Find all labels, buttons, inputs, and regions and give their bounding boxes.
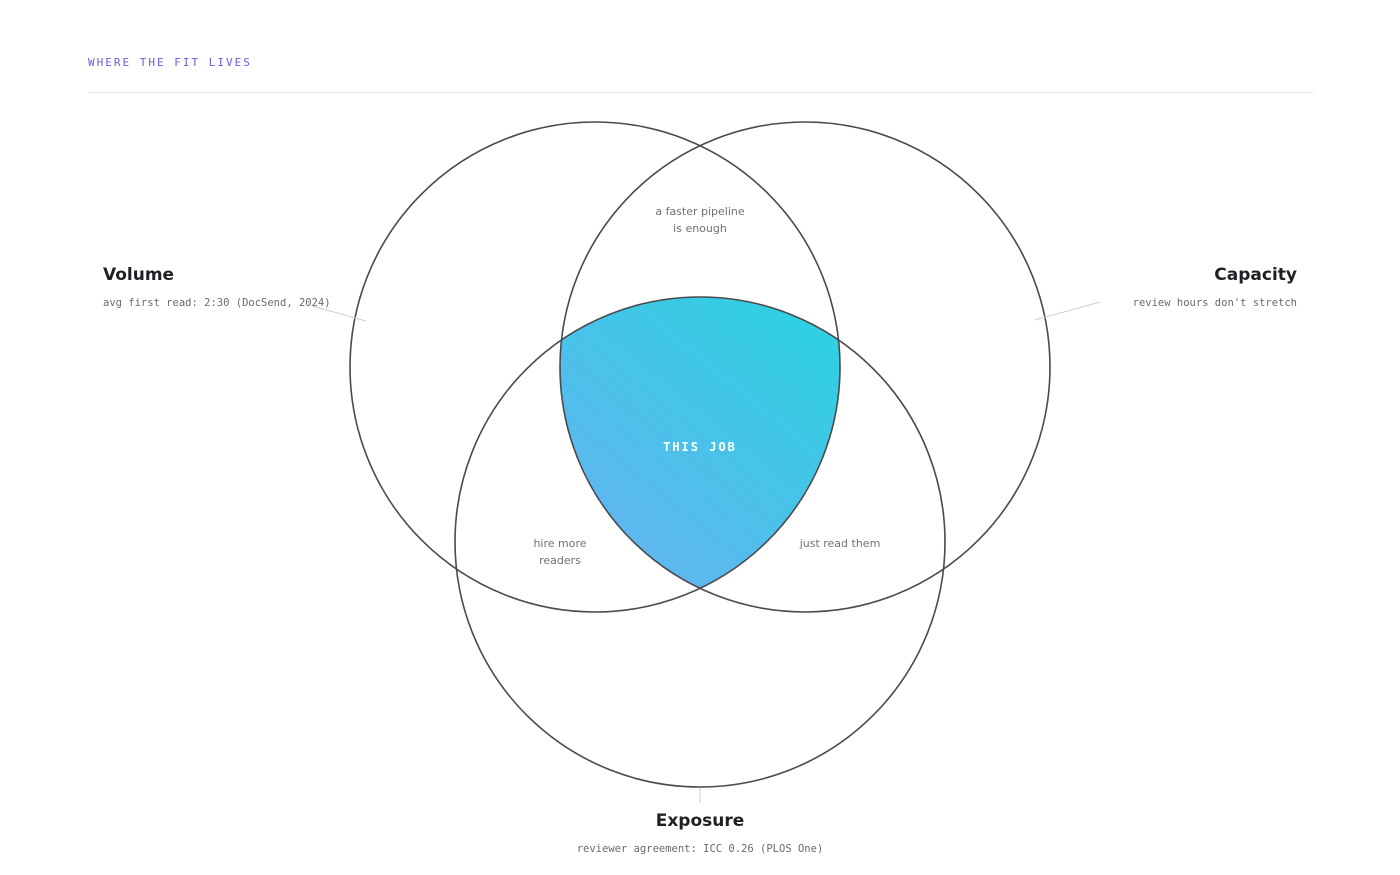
volume-leader-line	[311, 305, 367, 322]
region-volume-exposure-line1: hire more	[533, 537, 586, 550]
region-volume-capacity-line2: is enough	[673, 222, 727, 235]
capacity-title: Capacity	[1214, 265, 1297, 285]
region-capacity-exposure: just read them	[799, 537, 881, 550]
exposure-note: reviewer agreement: ICC 0.26 (PLOS One)	[577, 843, 824, 855]
capacity-circle	[559, 121, 1051, 613]
region-volume-capacity-line1: a faster pipeline	[655, 205, 745, 218]
center-label: THIS JOB	[663, 440, 737, 454]
exposure-title: Exposure	[656, 811, 745, 831]
capacity-note: review hours don't stretch	[1133, 297, 1297, 309]
region-volume-exposure-line2: readers	[539, 554, 581, 567]
volume-note: avg first read: 2:30 (DocSend, 2024)	[103, 297, 331, 309]
center-region-clip	[560, 297, 840, 612]
capacity-leader-line	[1034, 301, 1101, 321]
volume-circle	[349, 121, 841, 613]
section-label: WHERE THE FIT LIVES	[88, 56, 252, 69]
center-region	[560, 297, 840, 612]
header-divider	[88, 92, 1313, 93]
exposure-circle	[454, 296, 946, 788]
volume-title: Volume	[103, 265, 174, 285]
